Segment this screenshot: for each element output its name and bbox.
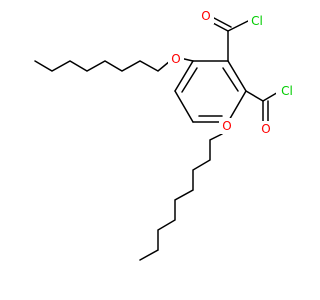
ring-bond [227,60,247,92]
c-cl-bond [227,20,249,32]
alkyl-chain [34,60,171,72]
chlorine-label-top: Cl [251,14,263,28]
octyloxy-chain-lower [139,121,229,261]
label-background [276,83,298,99]
carbonyl-double-bond [213,17,232,28]
carbonyl-bond [245,90,264,102]
chlorine-label-bottom: Cl [281,84,293,98]
ring-bond [227,90,247,123]
label-background [219,118,235,134]
label-background [168,51,184,67]
ring-double-bond [222,67,239,92]
ring-bond [174,60,194,92]
benzene-ring [174,60,247,123]
alkyl-chain [139,133,223,261]
oxygen-label-carbonyl-top: O [201,9,210,23]
label-background [258,121,274,137]
ring-double-bond [181,67,198,93]
atom-labels: O Cl O Cl O O [168,8,298,137]
oxygen-label-ether-upper: O [171,52,180,66]
oxygen-label-ether-lower: O [222,119,231,133]
acyl-chloride-top [210,17,249,62]
label-background [198,8,214,24]
label-background [248,13,268,29]
ring-bond [174,90,194,123]
oxygen-label-carbonyl-bottom: O [261,122,270,136]
molecule-diagram: O Cl O Cl O O [34,8,298,261]
acyl-chloride-bottom [245,90,281,125]
